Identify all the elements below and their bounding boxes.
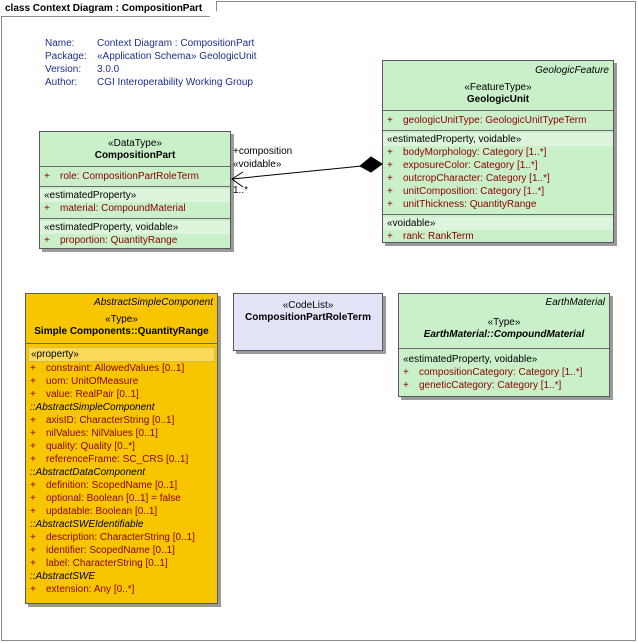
class-name: Simple Components::QuantityRange bbox=[34, 326, 209, 337]
attribute-row[interactable]: +optional: Boolean [0..1] = false bbox=[30, 493, 181, 504]
attribute-row[interactable]: +identifier: ScopedName [0..1] bbox=[30, 545, 175, 556]
attribute-group-label: ::AbstractSWE bbox=[30, 571, 96, 582]
attribute-row[interactable]: +rank: RankTerm bbox=[387, 231, 474, 242]
association-role-label: +composition bbox=[233, 146, 293, 157]
composition-diamond bbox=[359, 156, 383, 173]
diagram-frame-title: class Context Diagram : CompositionPart bbox=[1, 1, 217, 17]
class-stereotype: «Type» bbox=[105, 314, 138, 325]
association-stereotype-label: «voidable» bbox=[233, 159, 282, 170]
attribute-group-label: ::AbstractDataComponent bbox=[30, 467, 146, 478]
attribute-row[interactable]: +definition: ScopedName [0..1] bbox=[30, 480, 178, 491]
class-abstract-parent: AbstractSimpleComponent bbox=[94, 297, 213, 308]
attribute-row[interactable]: +description: CharacterString [0..1] bbox=[30, 532, 195, 543]
attribute-row[interactable]: +outcropCharacter: Category [1..*] bbox=[387, 173, 550, 184]
meta-row-name: Name:Context Diagram : CompositionPart bbox=[45, 38, 255, 49]
attribute-group-label: «estimatedProperty» bbox=[40, 189, 230, 202]
association-multiplicity-label: 1..* bbox=[233, 185, 249, 196]
attribute-row[interactable]: +unitComposition: Category [1..*] bbox=[387, 186, 545, 197]
attribute-row[interactable]: +nilValues: NilValues [0..1] bbox=[30, 428, 158, 439]
class-abstract-parent: GeologicFeature bbox=[535, 65, 609, 76]
class-stereotype: «CodeList» bbox=[282, 300, 334, 311]
class-stereotype: «Type» bbox=[487, 317, 521, 328]
class-name: CompositionPart bbox=[94, 150, 176, 161]
attribute-row[interactable]: +material: CompoundMaterial bbox=[44, 203, 186, 214]
class-compound-material[interactable]: EarthMaterial «Type» EarthMaterial::Comp… bbox=[398, 293, 610, 397]
meta-row-package: Package:«Application Schema» GeologicUni… bbox=[45, 51, 257, 62]
class-stereotype: «FeatureType» bbox=[464, 82, 532, 93]
class-quantity-range[interactable]: AbstractSimpleComponent «Type» Simple Co… bbox=[25, 293, 218, 604]
attribute-row[interactable]: +axisID: CharacterString [0..1] bbox=[30, 415, 175, 426]
meta-row-author: Author:CGI Interoperability Working Grou… bbox=[45, 77, 253, 88]
attribute-row[interactable]: +compositionCategory: Category [1..*] bbox=[403, 367, 583, 378]
attribute-group-label: ::AbstractSimpleComponent bbox=[30, 402, 155, 413]
class-name: CompositionPartRoleTerm bbox=[245, 312, 371, 323]
attribute-row[interactable]: +geologicUnitType: GeologicUnitTypeTerm bbox=[387, 115, 587, 126]
attribute-row[interactable]: +value: RealPair [0..1] bbox=[30, 389, 139, 400]
attribute-row[interactable]: +quality: Quality [0..*] bbox=[30, 441, 135, 452]
diagram-metadata: Name:Context Diagram : CompositionPart P… bbox=[45, 37, 257, 89]
attribute-row[interactable]: +bodyMorphology: Category [1..*] bbox=[387, 147, 547, 158]
class-name: GeologicUnit bbox=[466, 94, 530, 105]
attribute-group-label: «estimatedProperty, voidable» bbox=[383, 133, 613, 146]
class-abstract-parent: EarthMaterial bbox=[545, 297, 605, 308]
class-composition-part-role-term[interactable]: «CodeList» CompositionPartRoleTerm bbox=[233, 293, 383, 351]
attribute-row[interactable]: +unitThickness: QuantityRange bbox=[387, 199, 537, 210]
attribute-group-label: «property» bbox=[28, 347, 215, 362]
attribute-row[interactable]: +proportion: QuantityRange bbox=[44, 235, 178, 246]
attribute-group-label: ::AbstractSWEIdentifiable bbox=[30, 519, 144, 530]
attribute-row[interactable]: +extension: Any [0..*] bbox=[30, 584, 135, 595]
attribute-group-label: «voidable» bbox=[383, 217, 613, 230]
attribute-row[interactable]: +uom: UnitOfMeasure bbox=[30, 376, 139, 387]
attribute-group-label: «estimatedProperty, voidable» bbox=[40, 221, 230, 234]
class-name: EarthMaterial::CompoundMaterial bbox=[423, 329, 585, 340]
navigability-arrowhead bbox=[231, 171, 244, 188]
attribute-group-label: «estimatedProperty, voidable» bbox=[403, 354, 538, 365]
attribute-row[interactable]: +constraint: AllowedValues [0..1] bbox=[30, 363, 185, 374]
attribute-row[interactable]: +updatable: Boolean [0..1] bbox=[30, 506, 158, 517]
attribute-row[interactable]: +referenceFrame: SC_CRS [0..1] bbox=[30, 454, 189, 465]
attribute-row[interactable]: +role: CompositionPartRoleTerm bbox=[44, 171, 199, 182]
class-composition-part[interactable]: «DataType» CompositionPart +role: Compos… bbox=[39, 131, 231, 249]
attribute-row[interactable]: +exposureColor: Category [1..*] bbox=[387, 160, 538, 171]
attribute-row[interactable]: +geneticCategory: Category [1..*] bbox=[403, 380, 562, 391]
class-geologic-unit[interactable]: GeologicFeature «FeatureType» GeologicUn… bbox=[382, 60, 614, 243]
class-stereotype: «DataType» bbox=[108, 138, 162, 149]
meta-row-version: Version:3.0.0 bbox=[45, 64, 120, 75]
attribute-row[interactable]: +label: CharacterString [0..1] bbox=[30, 558, 168, 569]
